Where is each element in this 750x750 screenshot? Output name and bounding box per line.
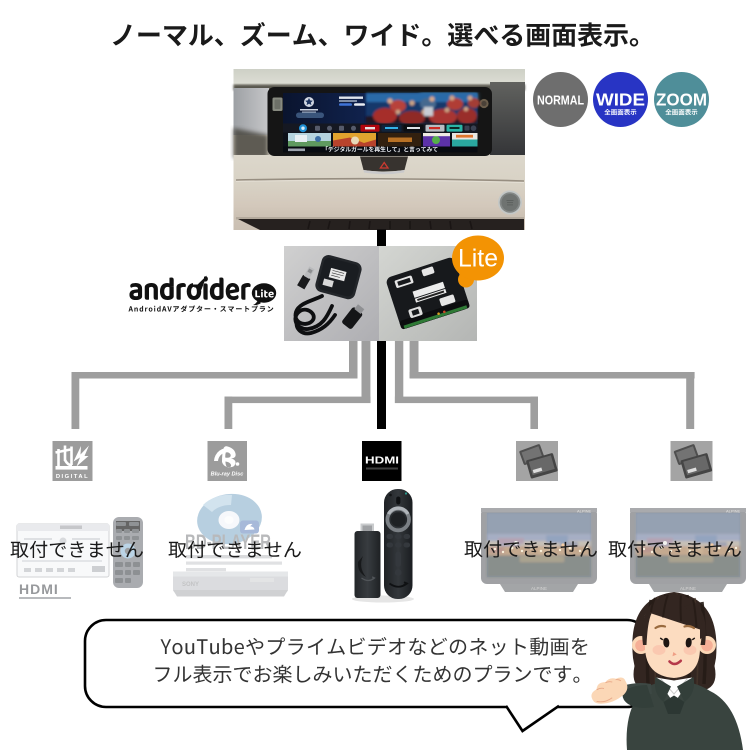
svg-text:ZOOM: ZOOM — [656, 90, 707, 110]
svg-text:Lite: Lite — [458, 245, 498, 273]
svg-text:DIGITAL: DIGITAL — [56, 474, 89, 480]
svg-text:ALPINE: ALPINE — [531, 586, 547, 591]
svg-text:WIDE: WIDE — [596, 90, 645, 110]
svg-text:ALPINE: ALPINE — [577, 509, 592, 514]
svg-text:BD-PLAYER: BD-PLAYER — [185, 531, 271, 554]
svg-text:NORMAL: NORMAL — [537, 92, 584, 107]
svg-text:SONY: SONY — [182, 582, 199, 588]
svg-text:Blu-ray Disc: Blu-ray Disc — [211, 472, 245, 478]
svg-text:HDMI: HDMI — [365, 456, 399, 467]
svg-text:HDMI: HDMI — [19, 581, 59, 597]
